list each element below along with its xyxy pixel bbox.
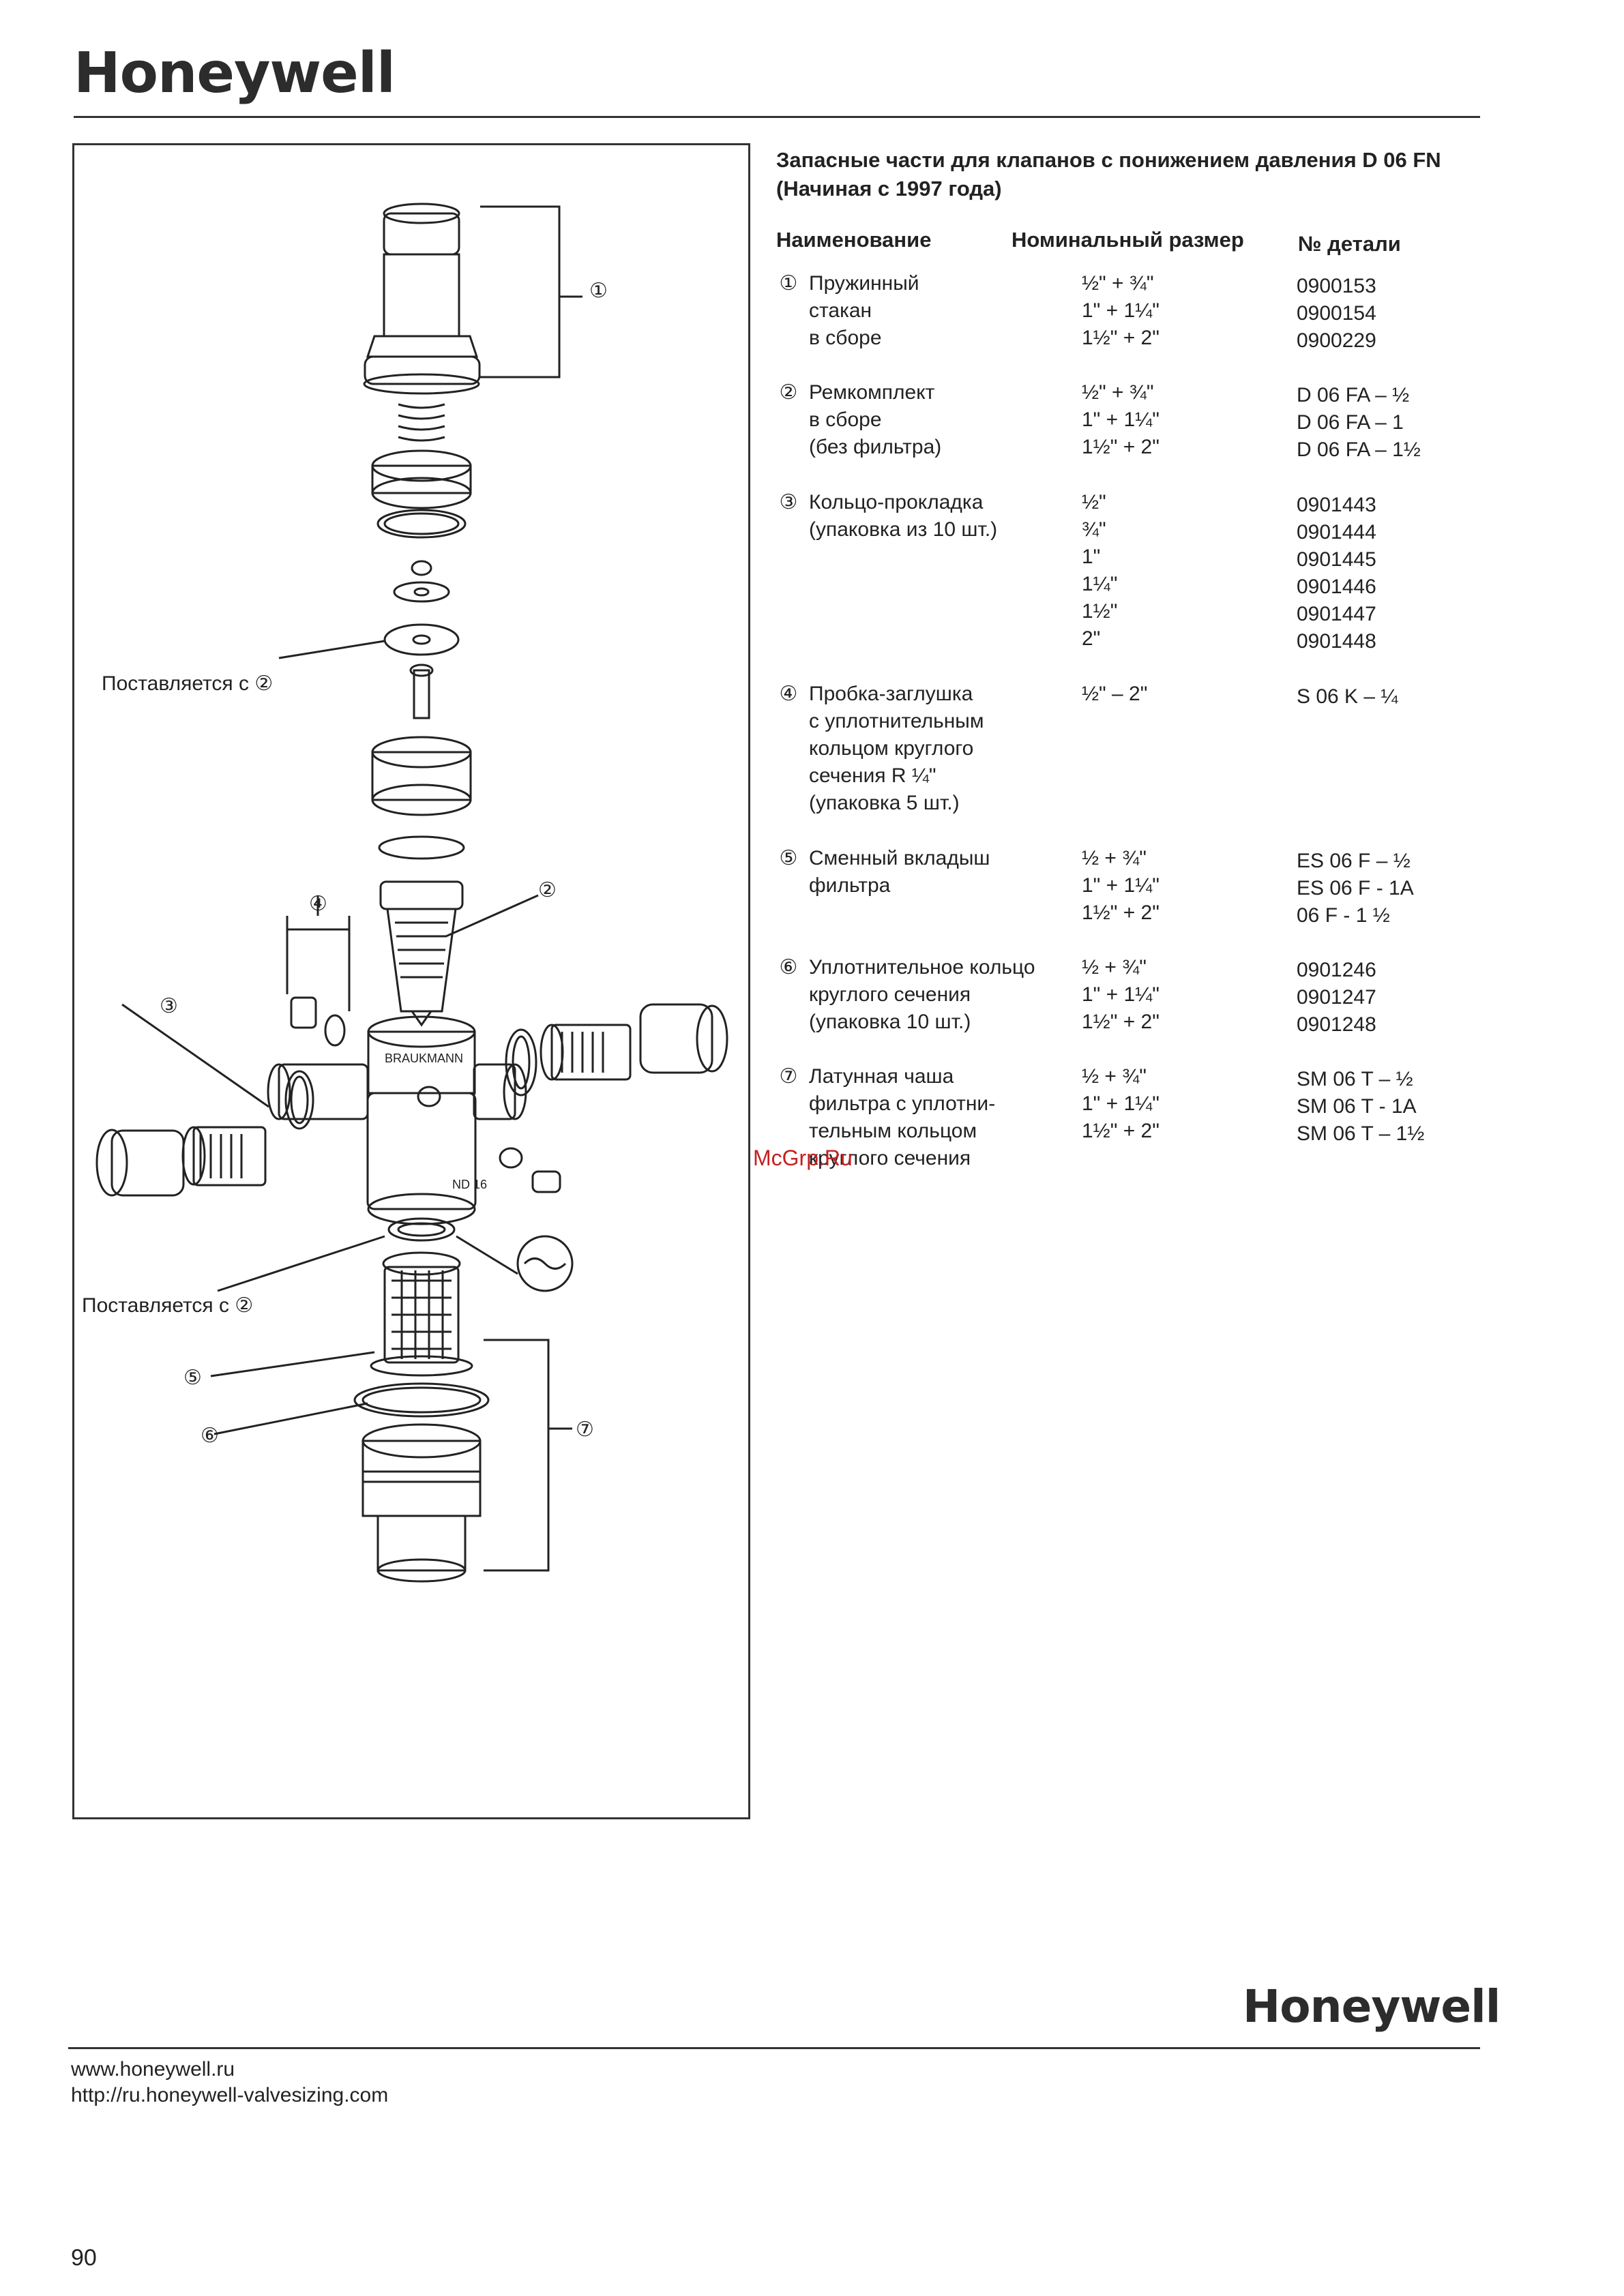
callout-4: ④ xyxy=(309,893,327,915)
callout-6: ⑥ xyxy=(201,1425,219,1447)
footer-link-website[interactable]: www.honeywell.ru xyxy=(71,2058,235,2081)
part-number-marker: ⑦ xyxy=(779,1065,798,1088)
callout-2: ② xyxy=(538,879,557,901)
callout-1: ① xyxy=(589,280,608,302)
callout-3: ③ xyxy=(160,995,178,1017)
part-number-marker: ④ xyxy=(779,683,798,705)
part-sizes: ½ + ¾"1" + 1¼"1½" + 2" xyxy=(1082,1065,1160,1142)
part-sizes: ½ + ¾"1" + 1¼"1½" + 2" xyxy=(1082,956,1160,1033)
valve-body: BRAUKMANN ND 16 xyxy=(267,1015,527,1225)
part-number-marker: ③ xyxy=(779,491,798,513)
brand-logo-bottom: Honeywell xyxy=(1243,1980,1501,2033)
part-sizes: ½" + ¾"1" + 1¼"1½" + 2" xyxy=(1082,272,1160,349)
part-name: Кольцо-прокладка(упаковка из 10 шт.) xyxy=(809,491,998,541)
right-connection xyxy=(499,1003,728,1193)
exploded-view-figure: BRAUKMANN ND 16 xyxy=(72,143,750,1819)
body-marking: BRAUKMANN xyxy=(385,1052,463,1065)
body-marking-2: ND 16 xyxy=(452,1178,487,1191)
valve-drawing: BRAUKMANN ND 16 xyxy=(95,203,728,1583)
callout-5: ⑤ xyxy=(183,1367,202,1389)
plug-parts xyxy=(286,916,351,1047)
supplied-with-note-lower: Поставляется с ② xyxy=(82,1294,254,1317)
document-title: Запасные части для клапанов с понижением… xyxy=(776,146,1492,203)
supplied-with-note-upper: Поставляется с ② xyxy=(102,672,274,695)
part-number-marker: ① xyxy=(779,272,798,295)
column-header-size: Номинальный размер xyxy=(1012,228,1244,252)
column-header-part-number: № детали xyxy=(1298,232,1401,256)
part-number-marker: ⑤ xyxy=(779,847,798,869)
part-sizes: ½ + ¾"1" + 1¼"1½" + 2" xyxy=(1082,847,1160,924)
insert-parts xyxy=(278,449,539,1027)
footer-divider xyxy=(68,2047,1480,2049)
part-sizes: ½" + ¾"1" + 1¼"1½" + 2" xyxy=(1082,381,1160,458)
part-number-marker: ⑥ xyxy=(779,956,798,979)
part-sizes: ½" – 2" xyxy=(1082,683,1148,705)
title-line-1: Запасные части для клапанов с понижением… xyxy=(776,148,1441,172)
spring-cap-assembly xyxy=(363,203,582,442)
brand-logo-top: Honeywell xyxy=(74,41,396,106)
left-connection xyxy=(95,1003,314,1197)
watermark: McGrp.Ru xyxy=(753,1146,853,1170)
page-number: 90 xyxy=(71,2245,97,2271)
lower-parts xyxy=(210,1217,574,1583)
footer-link-valvesizing[interactable]: http://ru.honeywell-valvesizing.com xyxy=(71,2084,389,2106)
header-divider xyxy=(74,116,1480,118)
part-codes: S 06 K – ¼ xyxy=(1297,685,1398,708)
part-number-marker: ② xyxy=(779,381,798,404)
callout-7: ⑦ xyxy=(576,1418,594,1441)
part-sizes: ½"¾"1"1¼"1½"2" xyxy=(1082,491,1118,650)
column-header-name: Наименование xyxy=(776,228,932,252)
title-line-2: (Начиная с 1997 года) xyxy=(776,177,1002,200)
